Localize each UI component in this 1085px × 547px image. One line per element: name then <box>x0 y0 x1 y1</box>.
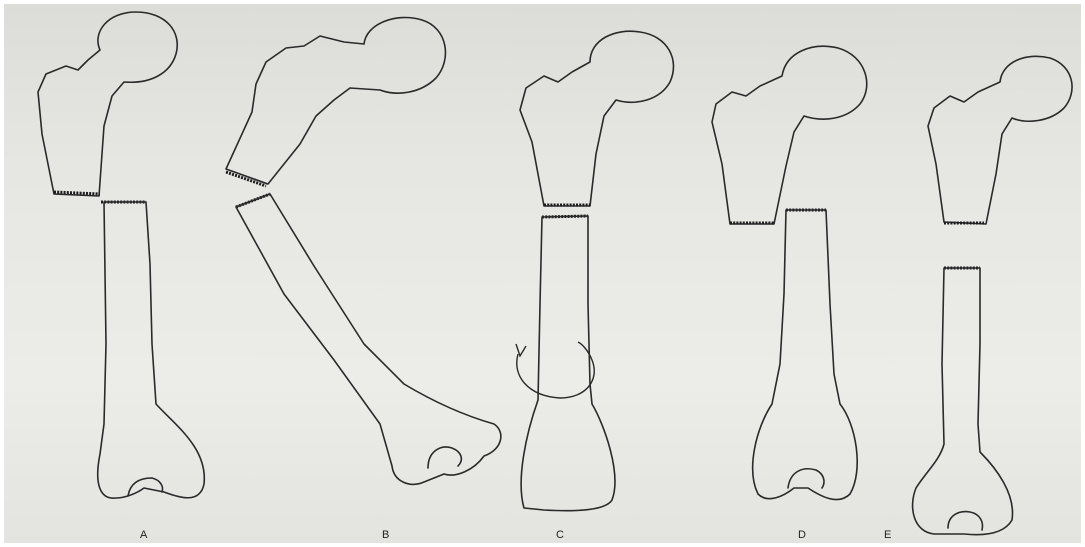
panel-d-condyle-notch <box>788 469 824 488</box>
panel-a-cut-top <box>54 192 100 194</box>
panel-label-d: D <box>798 529 806 541</box>
panel-label-a: A <box>140 529 148 541</box>
panel-e-proximal-fragment <box>928 56 1072 224</box>
panel-e-distal-fragment <box>913 268 1013 535</box>
femur-drawings <box>4 4 1081 543</box>
panel-label-e: E <box>884 529 892 541</box>
panel-label-b: B <box>382 529 390 541</box>
panel-d-proximal-fragment <box>712 46 867 224</box>
panel-c-distal-fragment <box>521 216 615 511</box>
panel-d-femur <box>712 46 867 499</box>
panel-b-condyle-notch <box>428 447 461 468</box>
panel-c-rotation-arrow <box>517 342 594 398</box>
panel-label-c: C <box>556 529 564 541</box>
panel-b-proximal-fragment <box>226 17 445 184</box>
panel-e-condyle-notch <box>948 512 983 530</box>
panel-c-proximal-fragment <box>520 31 673 206</box>
panel-e-femur <box>913 56 1072 534</box>
panel-d-distal-fragment <box>753 210 858 500</box>
femur-osteotomy-figure: A B C D E <box>4 4 1081 543</box>
panel-b-femur <box>226 17 501 484</box>
panel-c-femur <box>516 31 673 510</box>
panel-a-femur <box>38 12 204 498</box>
panel-b-distal-fragment <box>236 194 501 484</box>
panel-a-distal-fragment <box>98 202 205 498</box>
panel-b-cut-top <box>226 172 266 186</box>
panel-a-proximal-fragment <box>38 12 177 196</box>
